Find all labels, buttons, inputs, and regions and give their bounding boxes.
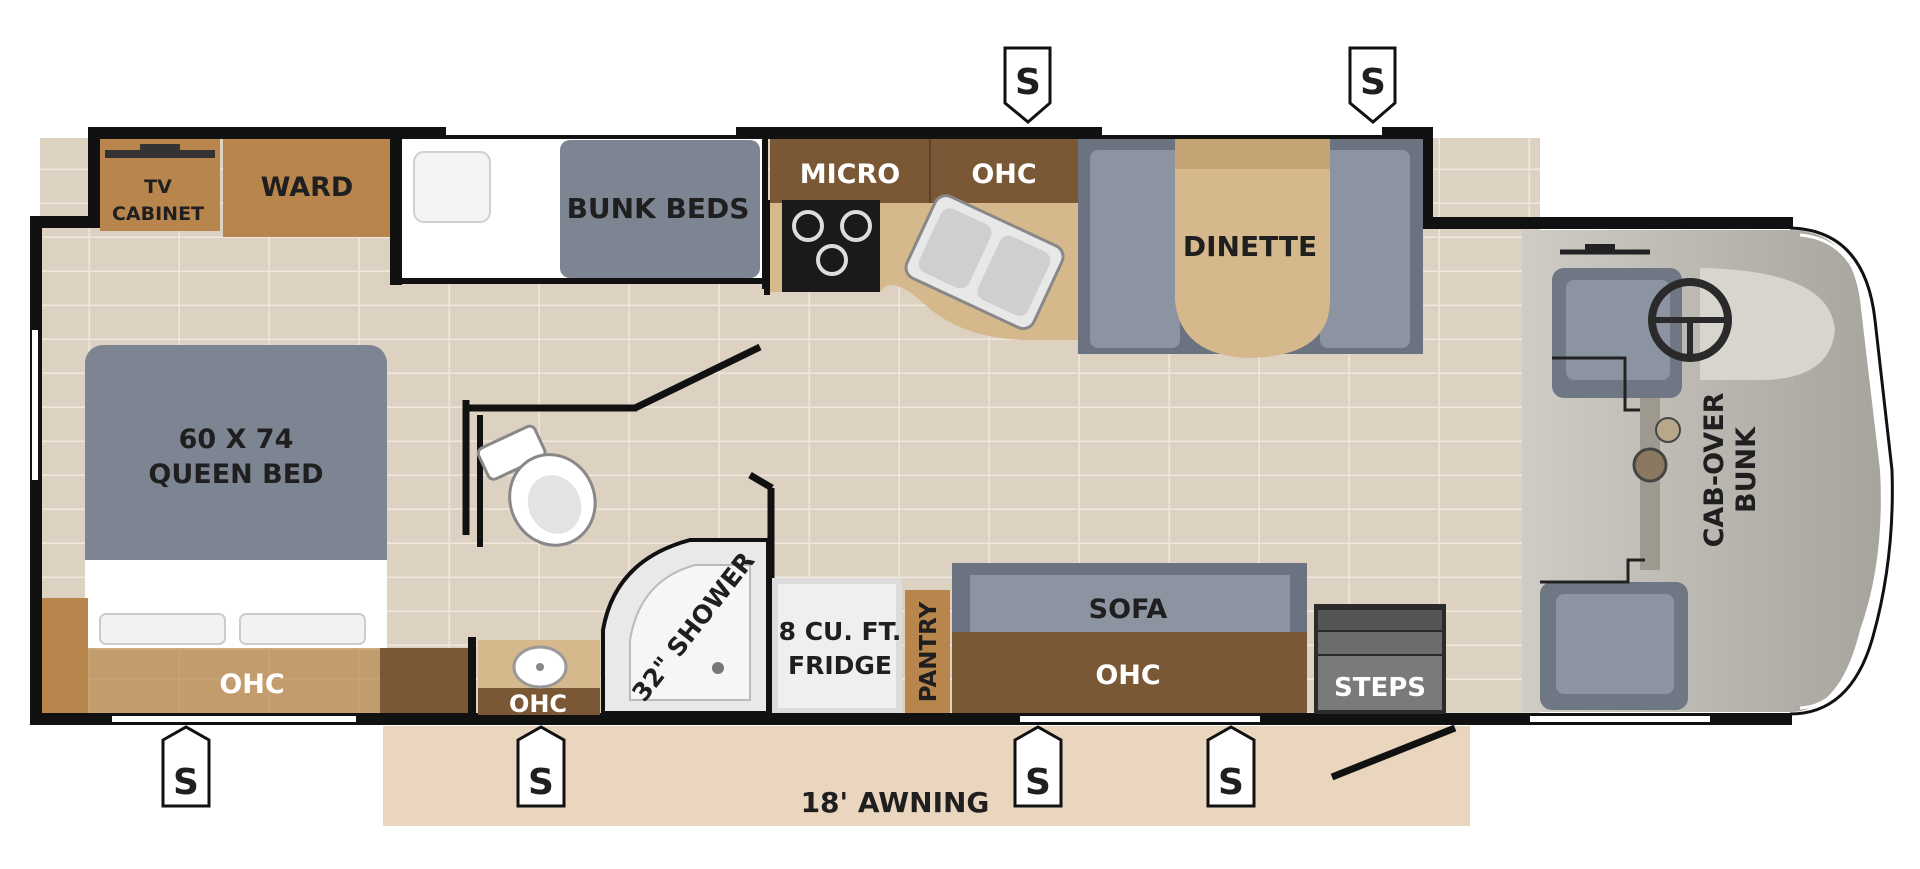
cab-area: CAB-OVER BUNK <box>1522 226 1894 716</box>
vanity: OHC <box>478 640 600 718</box>
fridge: 8 CU. FT. FRIDGE <box>772 578 902 713</box>
fridge-label-2: FRIDGE <box>788 651 892 680</box>
slide-markers: S S S S S S <box>161 46 1397 808</box>
awning-label: 18' AWNING <box>801 786 990 819</box>
entry-steps: STEPS <box>1314 604 1457 781</box>
toilet-icon <box>476 424 597 547</box>
sofa-label: SOFA <box>1089 594 1168 625</box>
slide-marker-top-1: S <box>1003 46 1052 124</box>
queen-bed-label-1: 60 X 74 <box>179 424 294 455</box>
cab-over-label-1: CAB-OVER <box>1699 392 1730 547</box>
queen-bed: 60 X 74 QUEEN BED <box>85 345 387 650</box>
bunk-beds-label: BUNK BEDS <box>567 192 750 225</box>
svg-text:S: S <box>1025 762 1051 803</box>
slide-marker-bottom-2: S <box>516 725 566 808</box>
slide-marker-bottom-3: S <box>1013 725 1063 808</box>
ohc-bedroom-label: OHC <box>219 669 284 700</box>
shower: 32" SHOWER <box>601 538 770 715</box>
micro-label: MICRO <box>800 159 900 190</box>
kitchen: MICRO OHC <box>764 139 1078 340</box>
svg-text:S: S <box>528 762 554 803</box>
ohc-bath-label: OHC <box>509 690 567 718</box>
bunk-beds: BUNK BEDS <box>390 139 768 289</box>
exterior-walls <box>30 127 1793 725</box>
svg-text:S: S <box>173 762 199 803</box>
wardrobe: WARD <box>223 139 390 237</box>
cab-over-label-2: BUNK <box>1731 426 1762 513</box>
queen-bed-label-2: QUEEN BED <box>148 459 323 490</box>
slide-marker-top-2: S <box>1348 46 1397 124</box>
passenger-seat <box>1540 582 1688 710</box>
shifter-icon <box>1632 417 1681 483</box>
sofa: SOFA OHC <box>952 563 1307 713</box>
ohc-sofa-label: OHC <box>1095 660 1160 691</box>
pantry: PANTRY <box>905 590 950 713</box>
entry-door <box>1330 724 1457 781</box>
pantry-label: PANTRY <box>916 601 942 702</box>
svg-text:S: S <box>1218 762 1244 803</box>
slide-marker-bottom-4: S <box>1206 725 1256 808</box>
bedroom-ohc: OHC <box>42 598 468 713</box>
steering-wheel-icon <box>1648 278 1732 362</box>
steps-label: STEPS <box>1334 673 1426 703</box>
stove-icon <box>782 200 880 292</box>
fridge-label-1: 8 CU. FT. <box>779 617 902 646</box>
svg-text:S: S <box>1015 62 1041 103</box>
tv-cabinet-label-2: CABINET <box>112 203 204 225</box>
sink-icon <box>904 194 1065 331</box>
dinette: DINETTE <box>1078 139 1423 358</box>
ohc-kitchen-label: OHC <box>971 159 1036 190</box>
driver-seat <box>1552 244 1682 398</box>
ward-label: WARD <box>261 172 354 203</box>
svg-text:S: S <box>1360 62 1386 103</box>
tv-cabinet-label-1: TV <box>144 176 172 198</box>
bathroom: OHC 32" SHOWER <box>462 343 775 718</box>
dinette-label: DINETTE <box>1183 230 1317 263</box>
slide-marker-bottom-1: S <box>161 725 211 808</box>
tv-cabinet: TV CABINET <box>100 139 220 231</box>
